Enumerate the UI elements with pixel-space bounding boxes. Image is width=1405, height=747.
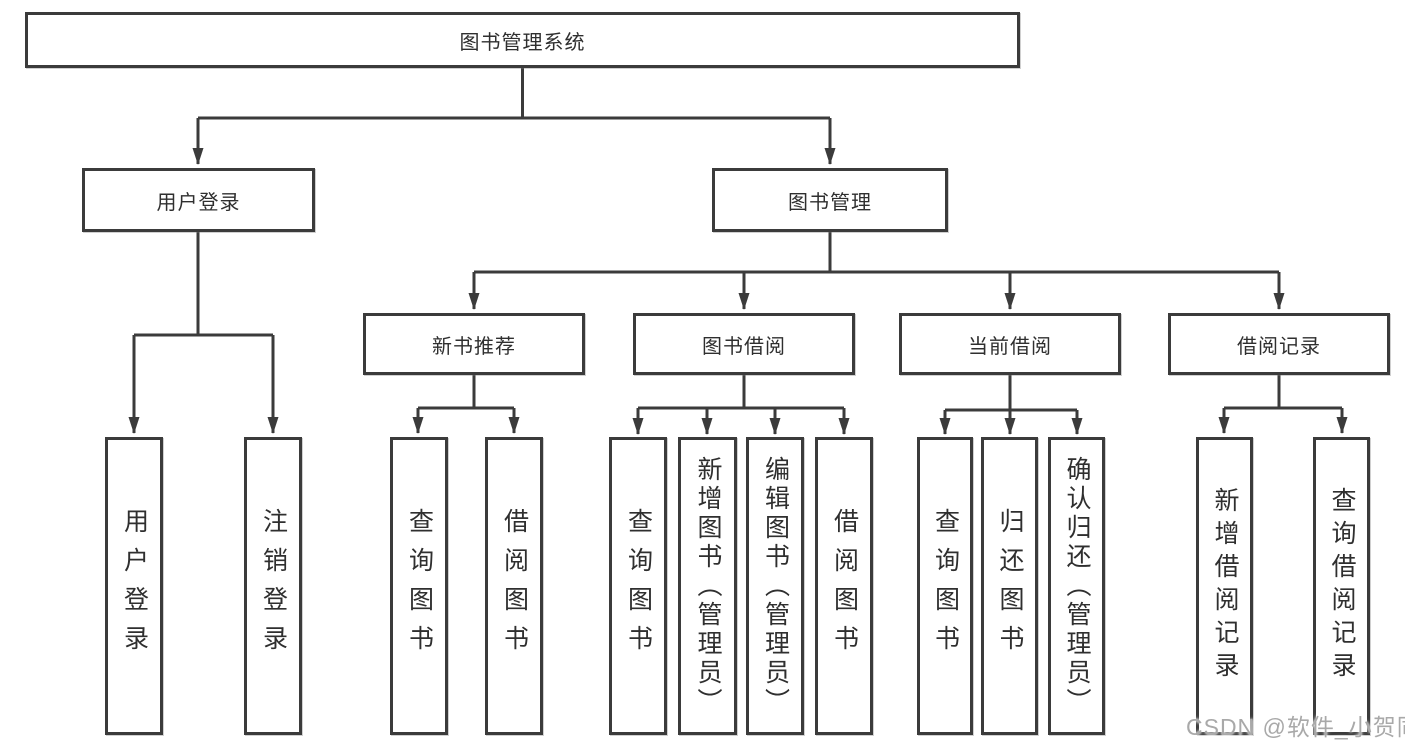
leaf-confirm-return-admin: 确认归还（管理员） (1048, 437, 1105, 735)
node-borrow-records: 借阅记录 (1168, 313, 1390, 375)
leaf-add-borrow-record: 新增借阅记录 (1196, 437, 1253, 735)
leaf-add-book-admin: 新增图书（管理员） (678, 437, 737, 735)
node-new-book-recommend: 新书推荐 (363, 313, 585, 375)
leaf-query-borrow-record: 查询借阅记录 (1313, 437, 1370, 735)
leaf-query-books-current: 查询图书 (917, 437, 973, 735)
leaf-logout: 注销登录 (244, 437, 302, 735)
leaf-return-book: 归还图书 (981, 437, 1038, 735)
node-root-system: 图书管理系统 (25, 12, 1020, 68)
leaf-user-login: 用户登录 (105, 437, 163, 735)
csdn-watermark: CSDN @软件_小贺同学 (1186, 714, 1405, 740)
leaf-query-books-recommend: 查询图书 (390, 437, 448, 735)
leaf-query-books-borrow: 查询图书 (609, 437, 667, 735)
node-user-login: 用户登录 (82, 168, 315, 232)
node-book-management: 图书管理 (712, 168, 948, 232)
node-book-borrow: 图书借阅 (633, 313, 855, 375)
leaf-borrow-books: 借阅图书 (815, 437, 873, 735)
leaf-borrow-books-recommend: 借阅图书 (485, 437, 543, 735)
leaf-edit-book-admin: 编辑图书（管理员） (746, 437, 804, 735)
node-current-borrow: 当前借阅 (899, 313, 1121, 375)
